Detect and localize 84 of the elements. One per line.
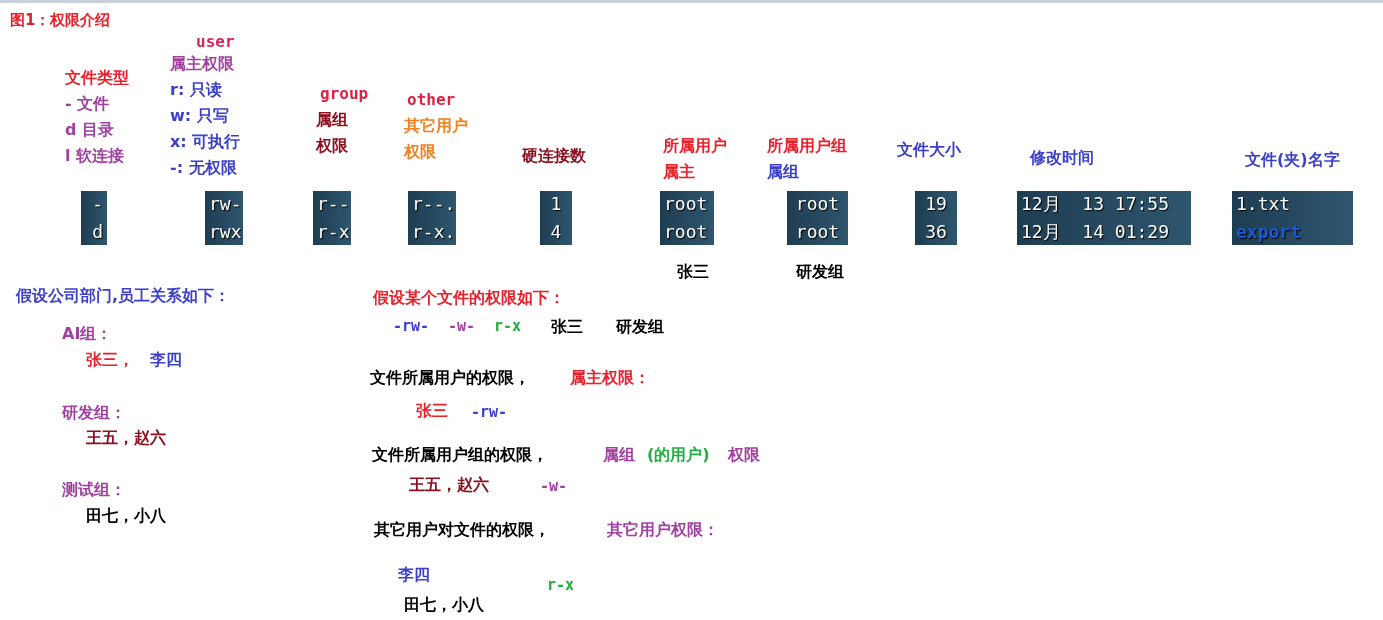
annotation-text: 假设公司部门,员工关系如下： bbox=[16, 285, 231, 307]
terminal-text: r-- bbox=[317, 192, 350, 216]
terminal-text: 4 bbox=[550, 220, 562, 244]
annotation-text: 王五，赵六 bbox=[86, 427, 166, 449]
annotation-text: w: 只写 bbox=[170, 105, 229, 127]
annotation-text: 修改时间 bbox=[1030, 147, 1094, 169]
annotation-text: 王五，赵六 bbox=[409, 474, 489, 496]
terminal-output-panel bbox=[1232, 191, 1353, 245]
annotation-text: 权限 bbox=[728, 444, 760, 466]
annotation-text: 田七，小八 bbox=[404, 594, 484, 616]
annotation-text: 测试组： bbox=[62, 479, 126, 501]
annotation-text: 硬连接数 bbox=[522, 145, 586, 167]
terminal-output-panel bbox=[81, 191, 107, 245]
annotation-text: 研发组 bbox=[796, 261, 844, 283]
annotation-text: 假设某个文件的权限如下： bbox=[373, 287, 565, 309]
terminal-output-panel bbox=[915, 191, 957, 245]
terminal-output-panel bbox=[540, 191, 572, 245]
annotation-text: -w- bbox=[448, 316, 476, 337]
terminal-text: 36 bbox=[925, 220, 947, 244]
annotation-text: 张三 bbox=[677, 261, 709, 283]
annotation-text: 其它用户权限 bbox=[404, 115, 469, 163]
annotation-text: 文件所属用户的权限， bbox=[370, 367, 530, 389]
terminal-text: 12月 13 17:55 bbox=[1021, 192, 1170, 216]
annotation-text: 属组 bbox=[767, 161, 799, 183]
annotation-text: -rw- bbox=[471, 402, 508, 423]
annotation-text: 张三 bbox=[551, 316, 583, 338]
annotation-text: 属组 bbox=[603, 444, 635, 466]
annotation-text: user bbox=[196, 31, 235, 53]
annotation-text: -rw- bbox=[393, 316, 430, 337]
annotation-text: x: 可执行 bbox=[170, 131, 241, 153]
annotation-text: 文件大小 bbox=[897, 139, 961, 161]
annotation-text: 张三， bbox=[86, 349, 134, 371]
terminal-text: r--. bbox=[412, 192, 456, 216]
terminal-text: 1.txt bbox=[1236, 192, 1291, 216]
annotation-text: 文件所属用户组的权限， bbox=[372, 444, 548, 466]
terminal-text: root bbox=[795, 220, 840, 244]
annotation-text: d 目录 bbox=[65, 119, 115, 141]
annotation-text: - 文件 bbox=[65, 93, 110, 115]
annotation-text: 研发组 bbox=[616, 316, 664, 338]
annotation-text: 属组权限 bbox=[316, 109, 349, 157]
annotation-text: 属主权限： bbox=[570, 367, 650, 389]
annotation-text: 李四 bbox=[150, 349, 182, 371]
annotation-text: 田七，小八 bbox=[86, 505, 166, 527]
figure-title: 图1：权限介绍 bbox=[10, 11, 111, 30]
terminal-text: root bbox=[795, 192, 840, 216]
terminal-text: root bbox=[664, 192, 708, 216]
terminal-text: 1 bbox=[550, 192, 562, 216]
terminal-output-panel bbox=[660, 191, 714, 245]
terminal-output-panel bbox=[787, 191, 848, 245]
terminal-text: rwx bbox=[209, 220, 242, 244]
annotation-text: 张三 bbox=[416, 400, 448, 422]
terminal-text: 19 bbox=[925, 192, 947, 216]
terminal-text: r-x. bbox=[412, 220, 456, 244]
terminal-output-panel bbox=[205, 191, 243, 245]
annotation-text: l 软连接 bbox=[65, 145, 125, 167]
annotation-text: 研发组： bbox=[62, 402, 126, 424]
terminal-output-panel bbox=[313, 191, 351, 245]
terminal-text: rw- bbox=[209, 192, 242, 216]
annotation-text: (的用户) bbox=[647, 444, 710, 466]
annotation-text: other bbox=[407, 89, 456, 111]
annotation-text: 其它用户对文件的权限， bbox=[374, 519, 550, 541]
terminal-output-panel bbox=[408, 191, 456, 245]
terminal-output-panel bbox=[1017, 191, 1191, 245]
annotation-text: 文件类型 bbox=[65, 67, 129, 89]
annotation-text: -w- bbox=[540, 476, 568, 497]
terminal-text: export bbox=[1236, 220, 1302, 244]
annotation-text: 其它用户权限： bbox=[607, 519, 719, 541]
annotation-text: 属主 bbox=[663, 161, 695, 183]
annotation-text: r-x bbox=[494, 316, 522, 337]
annotation-text: -: 无权限 bbox=[170, 157, 237, 179]
annotation-text: 属主权限 bbox=[170, 53, 234, 75]
annotation-text: 李四 bbox=[398, 564, 430, 586]
terminal-text: - bbox=[92, 192, 103, 216]
terminal-text: 12月 14 01:29 bbox=[1021, 220, 1170, 244]
terminal-text: r-x bbox=[317, 220, 350, 244]
annotation-text: r: 只读 bbox=[170, 79, 222, 101]
terminal-text: d bbox=[92, 220, 103, 244]
terminal-text: root bbox=[664, 220, 708, 244]
annotation-text: group bbox=[320, 83, 369, 105]
annotation-text: AI组： bbox=[62, 323, 113, 345]
annotation-text: 所属用户 bbox=[663, 135, 727, 157]
annotation-text: 所属用户组 bbox=[767, 135, 847, 157]
annotation-text: 文件(夹)名字 bbox=[1245, 149, 1340, 171]
annotation-text: r-x bbox=[547, 575, 575, 596]
